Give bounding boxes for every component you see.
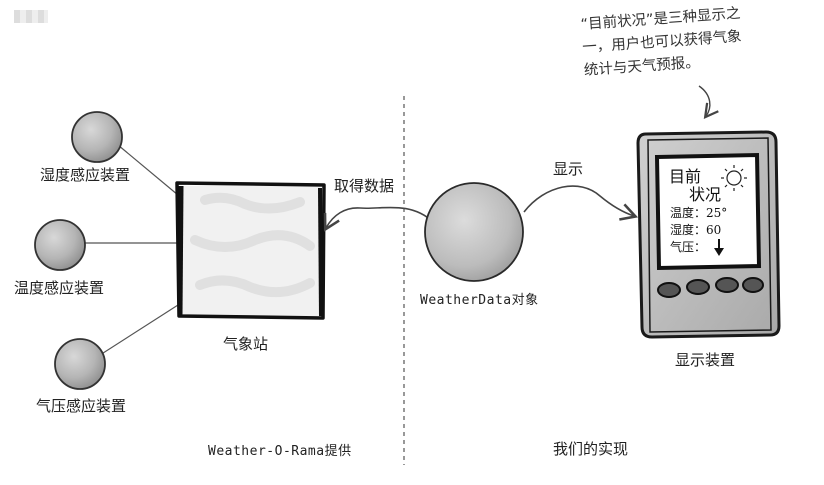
get-data-arrow [323, 206, 434, 232]
humidity-sensor-icon [71, 111, 123, 163]
footer-left-label: Weather-O-Rama提供 [208, 444, 352, 459]
temperature-sensor-icon [34, 219, 86, 271]
humidity-connector-line [117, 144, 179, 196]
note-pointer-arrow [698, 85, 719, 119]
device-button-3 [715, 277, 739, 293]
device-button-1 [657, 282, 681, 298]
screen-temperature: 温度：25° [670, 206, 728, 220]
pressure-connector-line [99, 304, 179, 356]
screen-title-line2: 状况 [689, 185, 722, 204]
device-button-4 [742, 277, 764, 293]
weather-station-label: 气象站 [223, 335, 269, 353]
device-button-2 [686, 279, 710, 295]
display-arrow [523, 185, 639, 221]
display-device [636, 130, 781, 339]
footer-right-label: 我们的实现 [553, 440, 629, 458]
temperature-sensor-label: 温度感应装置 [14, 279, 105, 297]
screen-title-line1: 目前 [669, 167, 702, 186]
down-arrow-icon [714, 239, 724, 256]
display-device-label: 显示装置 [675, 351, 736, 369]
sun-icon [721, 165, 747, 191]
screen-pressure: 气压： [670, 240, 707, 254]
weatherdata-label: WeatherData对象 [420, 293, 539, 308]
weatherdata-object-icon [424, 182, 524, 282]
pressure-sensor-icon [54, 338, 106, 390]
humidity-sensor-label: 湿度感应装置 [40, 166, 131, 184]
display-label: 显示 [553, 160, 584, 178]
pressure-sensor-label: 气压感应装置 [36, 397, 127, 415]
get-data-label: 取得数据 [334, 177, 395, 195]
blurred-logo [14, 10, 48, 23]
screen-humidity: 湿度：60 [670, 223, 722, 237]
weather-station-box [175, 181, 326, 320]
